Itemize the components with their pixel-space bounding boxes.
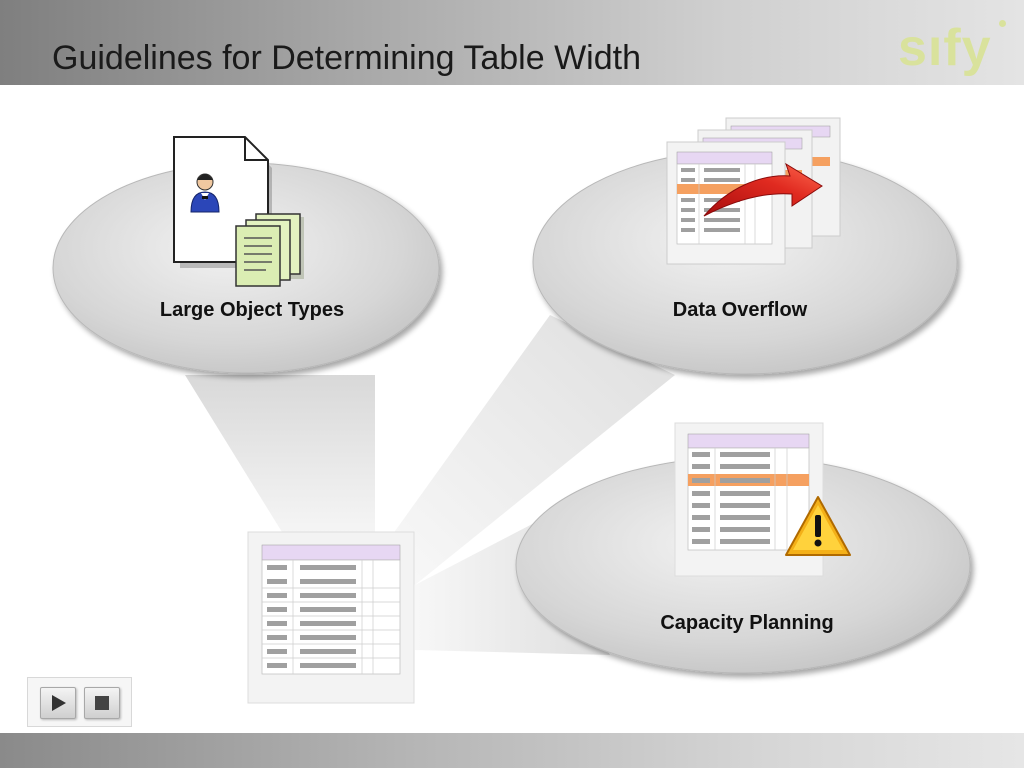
diagram-canvas: [52, 117, 971, 704]
label-capacity-planning: Capacity Planning: [660, 612, 834, 634]
table-overflow-icon: [666, 117, 841, 265]
footer-bar: [0, 733, 1024, 768]
play-icon: [52, 695, 66, 711]
table-warning-icon: [674, 422, 851, 577]
play-button[interactable]: [40, 687, 76, 719]
header-bar: [0, 0, 1024, 85]
beam-top-right: [385, 315, 675, 585]
document-user-icon: [173, 136, 304, 287]
warning-icon: [785, 496, 851, 556]
slide-navigation: [27, 677, 132, 727]
beam-left: [185, 375, 375, 545]
logo-dot: [999, 20, 1006, 27]
stop-icon: [95, 696, 109, 710]
label-large-object-types: Large Object Types: [159, 299, 345, 321]
stop-button[interactable]: [84, 687, 120, 719]
label-data-overflow: Data Overflow: [672, 299, 808, 321]
table-icon: [247, 531, 415, 704]
sify-logo: sıfy: [898, 19, 992, 77]
slide-title: Guidelines for Determining Table Width: [52, 39, 641, 77]
